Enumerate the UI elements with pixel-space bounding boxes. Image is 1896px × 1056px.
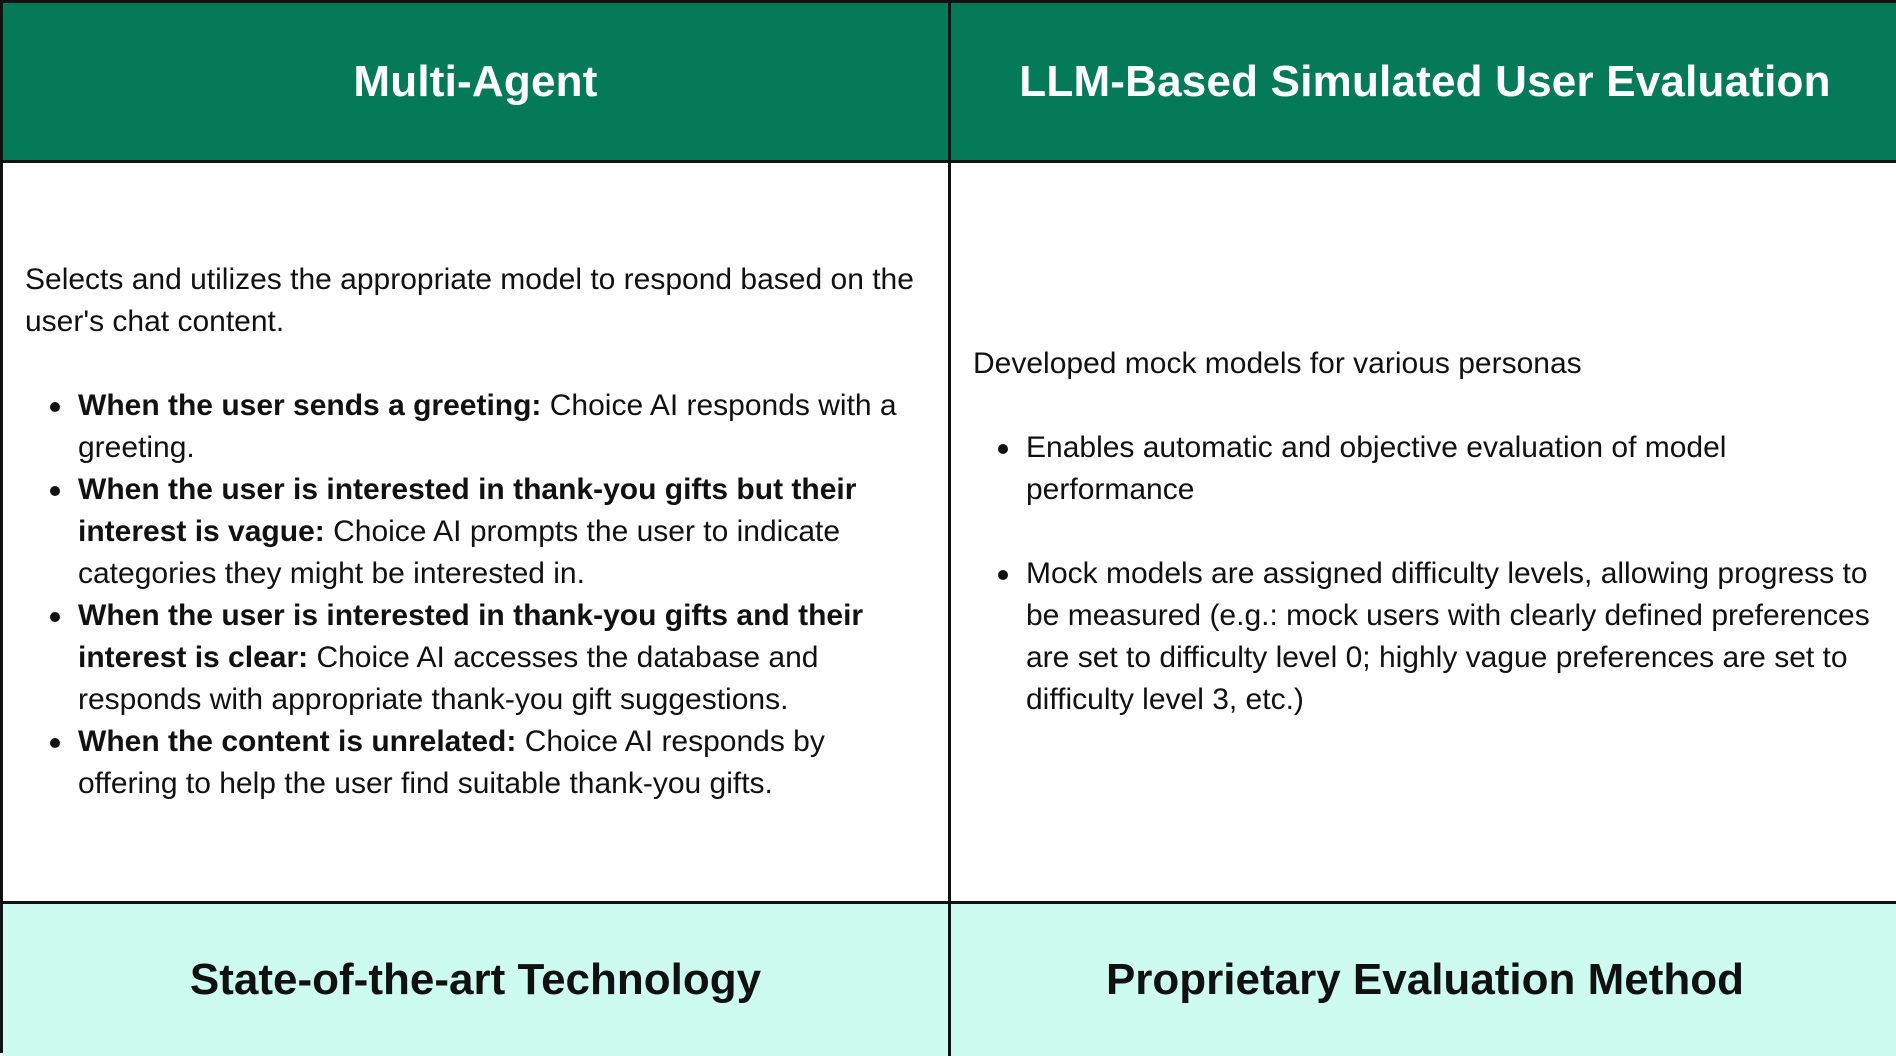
right-bullet-list: Enables automatic and objective evaluati…	[973, 427, 1877, 721]
footer-state-of-the-art: State-of-the-art Technology	[3, 904, 951, 1056]
list-item-text: Choice AI prompts the user to indicate c…	[78, 515, 841, 590]
list-item-heading: When the content is unrelated:	[78, 725, 517, 758]
left-body-cell: Selects and utilizes the appropriate mod…	[3, 163, 951, 904]
bullet-icon	[50, 612, 60, 622]
header-right-title: LLM-Based Simulated User Evaluation	[1019, 56, 1831, 106]
list-item: Enables automatic and objective evaluati…	[973, 427, 1877, 511]
list-item-text: Enables automatic and objective evaluati…	[1026, 431, 1727, 506]
bullet-icon	[50, 738, 60, 748]
list-item-text: Choice AI responds by offering to help t…	[78, 725, 825, 800]
header-left-title: Multi-Agent	[353, 56, 598, 106]
bullet-icon	[50, 402, 60, 412]
bullet-icon	[998, 444, 1008, 454]
list-item-text: Choice AI accesses the database and resp…	[78, 641, 819, 716]
list-item-heading: When the user is interested in thank-you…	[78, 599, 864, 674]
list-item: When the content is unrelated: Choice AI…	[25, 721, 926, 805]
list-item: Mock models are assigned difficulty leve…	[973, 553, 1877, 721]
list-item: When the user sends a greeting: Choice A…	[25, 385, 926, 469]
list-item: When the user is interested in thank-you…	[25, 595, 926, 721]
list-item-heading: When the user sends a greeting:	[78, 389, 542, 422]
right-intro-text: Developed mock models for various person…	[973, 347, 1582, 380]
bullet-icon	[50, 486, 60, 496]
footer-right-title: Proprietary Evaluation Method	[1105, 955, 1745, 1004]
left-bullet-list: When the user sends a greeting: Choice A…	[25, 385, 926, 805]
header-multi-agent: Multi-Agent	[3, 3, 951, 163]
footer-proprietary-evaluation: Proprietary Evaluation Method	[951, 904, 1896, 1056]
header-simulated-user-evaluation: LLM-Based Simulated User Evaluation	[951, 3, 1896, 163]
list-item-heading: When the user is interested in thank-you…	[78, 473, 857, 548]
list-item: When the user is interested in thank-you…	[25, 469, 926, 595]
list-item-text: Mock models are assigned difficulty leve…	[1026, 557, 1870, 716]
left-intro-text: Selects and utilizes the appropriate mod…	[25, 263, 914, 338]
bullet-icon	[998, 570, 1008, 580]
right-body-cell: Developed mock models for various person…	[951, 163, 1896, 904]
list-item-text: Choice AI responds with a greeting.	[78, 389, 897, 464]
footer-left-title: State-of-the-art Technology	[189, 955, 762, 1004]
